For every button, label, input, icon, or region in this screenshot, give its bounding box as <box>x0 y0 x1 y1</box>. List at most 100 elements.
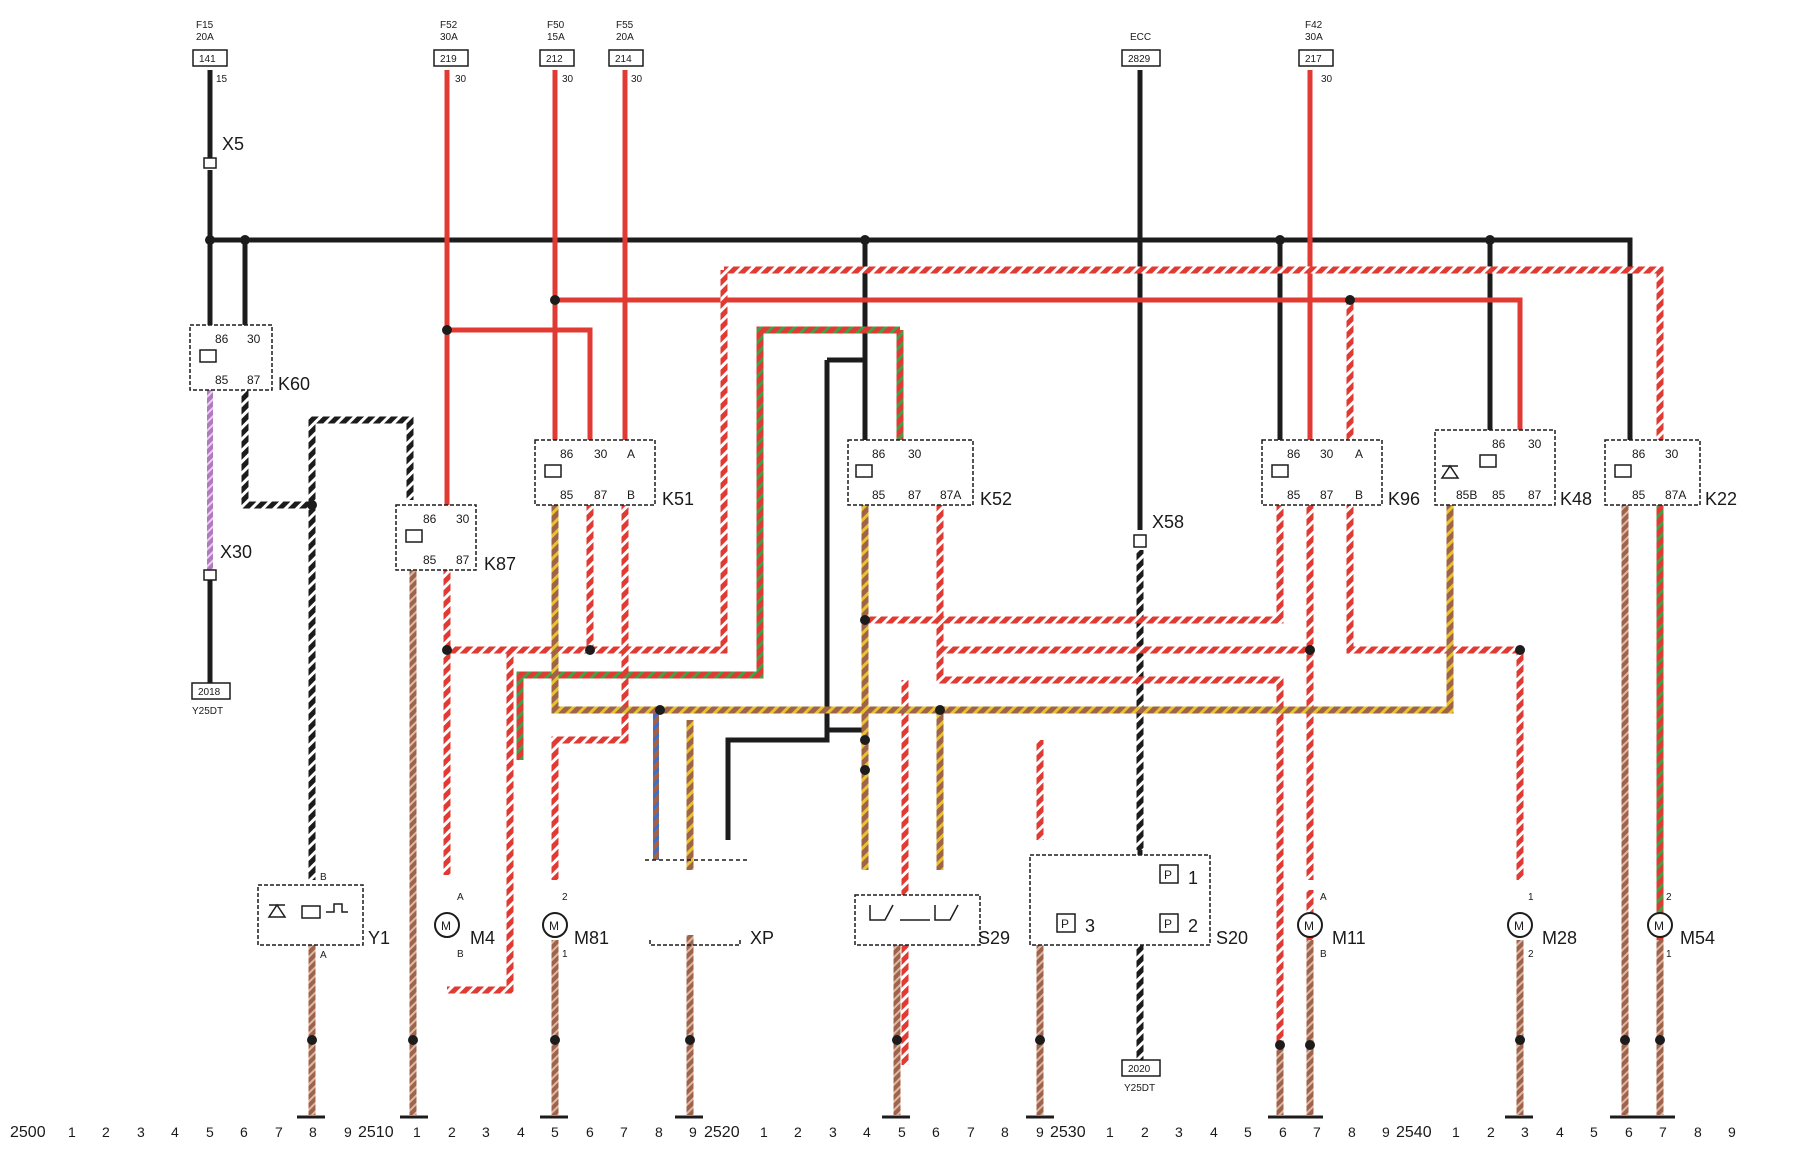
ruler-digit: 4 <box>863 1124 871 1140</box>
ruler-section-2540: 2540 <box>1396 1124 1432 1141</box>
ruler-digit: 1 <box>760 1124 768 1140</box>
motor-m28-symbol: M <box>1514 919 1524 933</box>
ruler-digit: 8 <box>1694 1124 1702 1140</box>
switch-s20: P 1 P 2 P 3 S20 <box>1029 854 1248 948</box>
motor-m4-label: M4 <box>470 928 495 948</box>
fuse-f15-name: F15 <box>196 20 214 31</box>
wires-black-white <box>241 390 1144 1065</box>
ruler-digit: 3 <box>829 1124 837 1140</box>
fuse-f55-name: F55 <box>616 20 634 31</box>
motor-m11-pin-a: A <box>1320 892 1327 903</box>
fuse-f50: F50 15A 212 30 <box>539 20 575 85</box>
fuse-f52-pin: 30 <box>455 74 467 85</box>
fuse-f52-rating: 30A <box>440 32 458 43</box>
motor-m81: M 2 1 M81 <box>542 892 609 960</box>
motor-m54-pin-1: 1 <box>1666 949 1672 960</box>
ruler-section-2500: 2500 <box>10 1124 46 1141</box>
fuse-f50-name: F50 <box>547 20 565 31</box>
fuse-f50-terminal: 212 <box>546 54 563 65</box>
relay-k48-pin-86: 86 <box>1492 437 1506 451</box>
fuse-f42: F42 30A 217 30 <box>1298 20 1334 85</box>
ruler-digit: 4 <box>1210 1124 1218 1140</box>
fuse-f15-terminal: 141 <box>199 54 216 65</box>
ruler-section-2530: 2530 <box>1050 1124 1086 1141</box>
relay-k60-pin-30: 30 <box>247 332 261 346</box>
relay-k22-pin-30: 30 <box>1665 447 1679 461</box>
ruler-digit: 5 <box>898 1124 906 1140</box>
ruler-digit: 2 <box>448 1124 456 1140</box>
relay-k51-pin-30: 30 <box>594 447 608 461</box>
switch-s20-p3-num: 3 <box>1085 916 1095 936</box>
ruler-digit: 6 <box>586 1124 594 1140</box>
relay-k52-label: K52 <box>980 489 1012 509</box>
relay-k22-pin-87a: 87A <box>1665 488 1686 502</box>
relay-k48-label: K48 <box>1560 489 1592 509</box>
ruler-digit: 9 <box>689 1124 697 1140</box>
connector-xp-label: XP <box>750 928 774 948</box>
fuse-f42-pin: 30 <box>1321 74 1333 85</box>
motor-m28-pin-2: 2 <box>1528 949 1534 960</box>
page-ruler: 2500 1 2 3 4 5 6 7 8 9 2510 1 2 3 4 5 6 … <box>10 1124 1736 1141</box>
relay-k48-pin-85: 85 <box>1492 488 1506 502</box>
relay-k51-pin-86: 86 <box>560 447 574 461</box>
ground-ref-2018: 2018 Y25DT <box>191 682 231 717</box>
ruler-digit: 2 <box>1141 1124 1149 1140</box>
relay-k51-pin-a: A <box>627 447 635 461</box>
ruler-digit: 9 <box>1728 1124 1736 1140</box>
ruler-digit: 4 <box>171 1124 179 1140</box>
ruler-digit: 3 <box>137 1124 145 1140</box>
relay-k48-pin-87: 87 <box>1528 488 1542 502</box>
switch-s29-label: S29 <box>978 928 1010 948</box>
ruler-digit: 7 <box>967 1124 975 1140</box>
fuse-f15: F15 20A 141 15 <box>192 20 228 85</box>
relay-k60: 86 30 85 87 K60 <box>189 324 310 394</box>
ruler-digit: 5 <box>1244 1124 1252 1140</box>
fuse-f52-terminal: 219 <box>440 54 457 65</box>
ground-ref-2020-terminal: 2020 <box>1128 1064 1151 1075</box>
ground-ref-2020-label: Y25DT <box>1124 1083 1155 1094</box>
wires-red <box>444 70 1523 510</box>
ruler-digit: 5 <box>1590 1124 1598 1140</box>
ruler-digit: 8 <box>1001 1124 1009 1140</box>
connector-xp: XP <box>649 928 774 948</box>
fuse-f42-name: F42 <box>1305 20 1323 31</box>
motor-m54: M 2 1 M54 <box>1647 892 1715 960</box>
fuse-f52-name: F52 <box>440 20 458 31</box>
switch-s20-p2-num: 2 <box>1188 916 1198 936</box>
fuse-f55-terminal: 214 <box>615 54 632 65</box>
connector-x30: X30 <box>203 542 252 581</box>
connector-x58-label: X58 <box>1152 512 1184 532</box>
fuse-f55-rating: 20A <box>616 32 634 43</box>
switch-s20-label: S20 <box>1216 928 1248 948</box>
fuse-f15-pin: 15 <box>216 74 228 85</box>
relay-k52-pin-30: 30 <box>908 447 922 461</box>
relay-k22-pin-86: 86 <box>1632 447 1646 461</box>
motor-m11: M A B M11 <box>1297 892 1366 960</box>
ruler-digit: 1 <box>68 1124 76 1140</box>
component-y1: B A Y1 <box>257 872 390 961</box>
fuse-f55-pin: 30 <box>631 74 643 85</box>
fuse-f50-pin: 30 <box>562 74 574 85</box>
relay-k51-label: K51 <box>662 489 694 509</box>
ruler-digit: 6 <box>240 1124 248 1140</box>
ruler-digit: 5 <box>206 1124 214 1140</box>
motor-m81-symbol: M <box>549 919 559 933</box>
fuse-f15-rating: 20A <box>196 32 214 43</box>
motor-m11-pin-b: B <box>1320 949 1327 960</box>
ruler-digit: 1 <box>1452 1124 1460 1140</box>
relay-k51-pin-87: 87 <box>594 488 608 502</box>
motor-m81-pin-2: 2 <box>562 892 568 903</box>
relay-k96-pin-86: 86 <box>1287 447 1301 461</box>
wires-red-white <box>443 266 1664 1070</box>
connector-x30-label: X30 <box>220 542 252 562</box>
ruler-digit: 6 <box>1279 1124 1287 1140</box>
ruler-digit: 7 <box>620 1124 628 1140</box>
ground-ref-2020: 2020 Y25DT <box>1121 1059 1161 1094</box>
connector-x58: X58 <box>1133 512 1184 548</box>
ruler-digit: 8 <box>655 1124 663 1140</box>
fuse-ecc: ECC 2829 <box>1121 32 1161 67</box>
motor-m11-label: M11 <box>1332 928 1366 948</box>
relay-k87-pin-30: 30 <box>456 512 470 526</box>
motor-m28: M 1 2 M28 <box>1507 892 1577 960</box>
